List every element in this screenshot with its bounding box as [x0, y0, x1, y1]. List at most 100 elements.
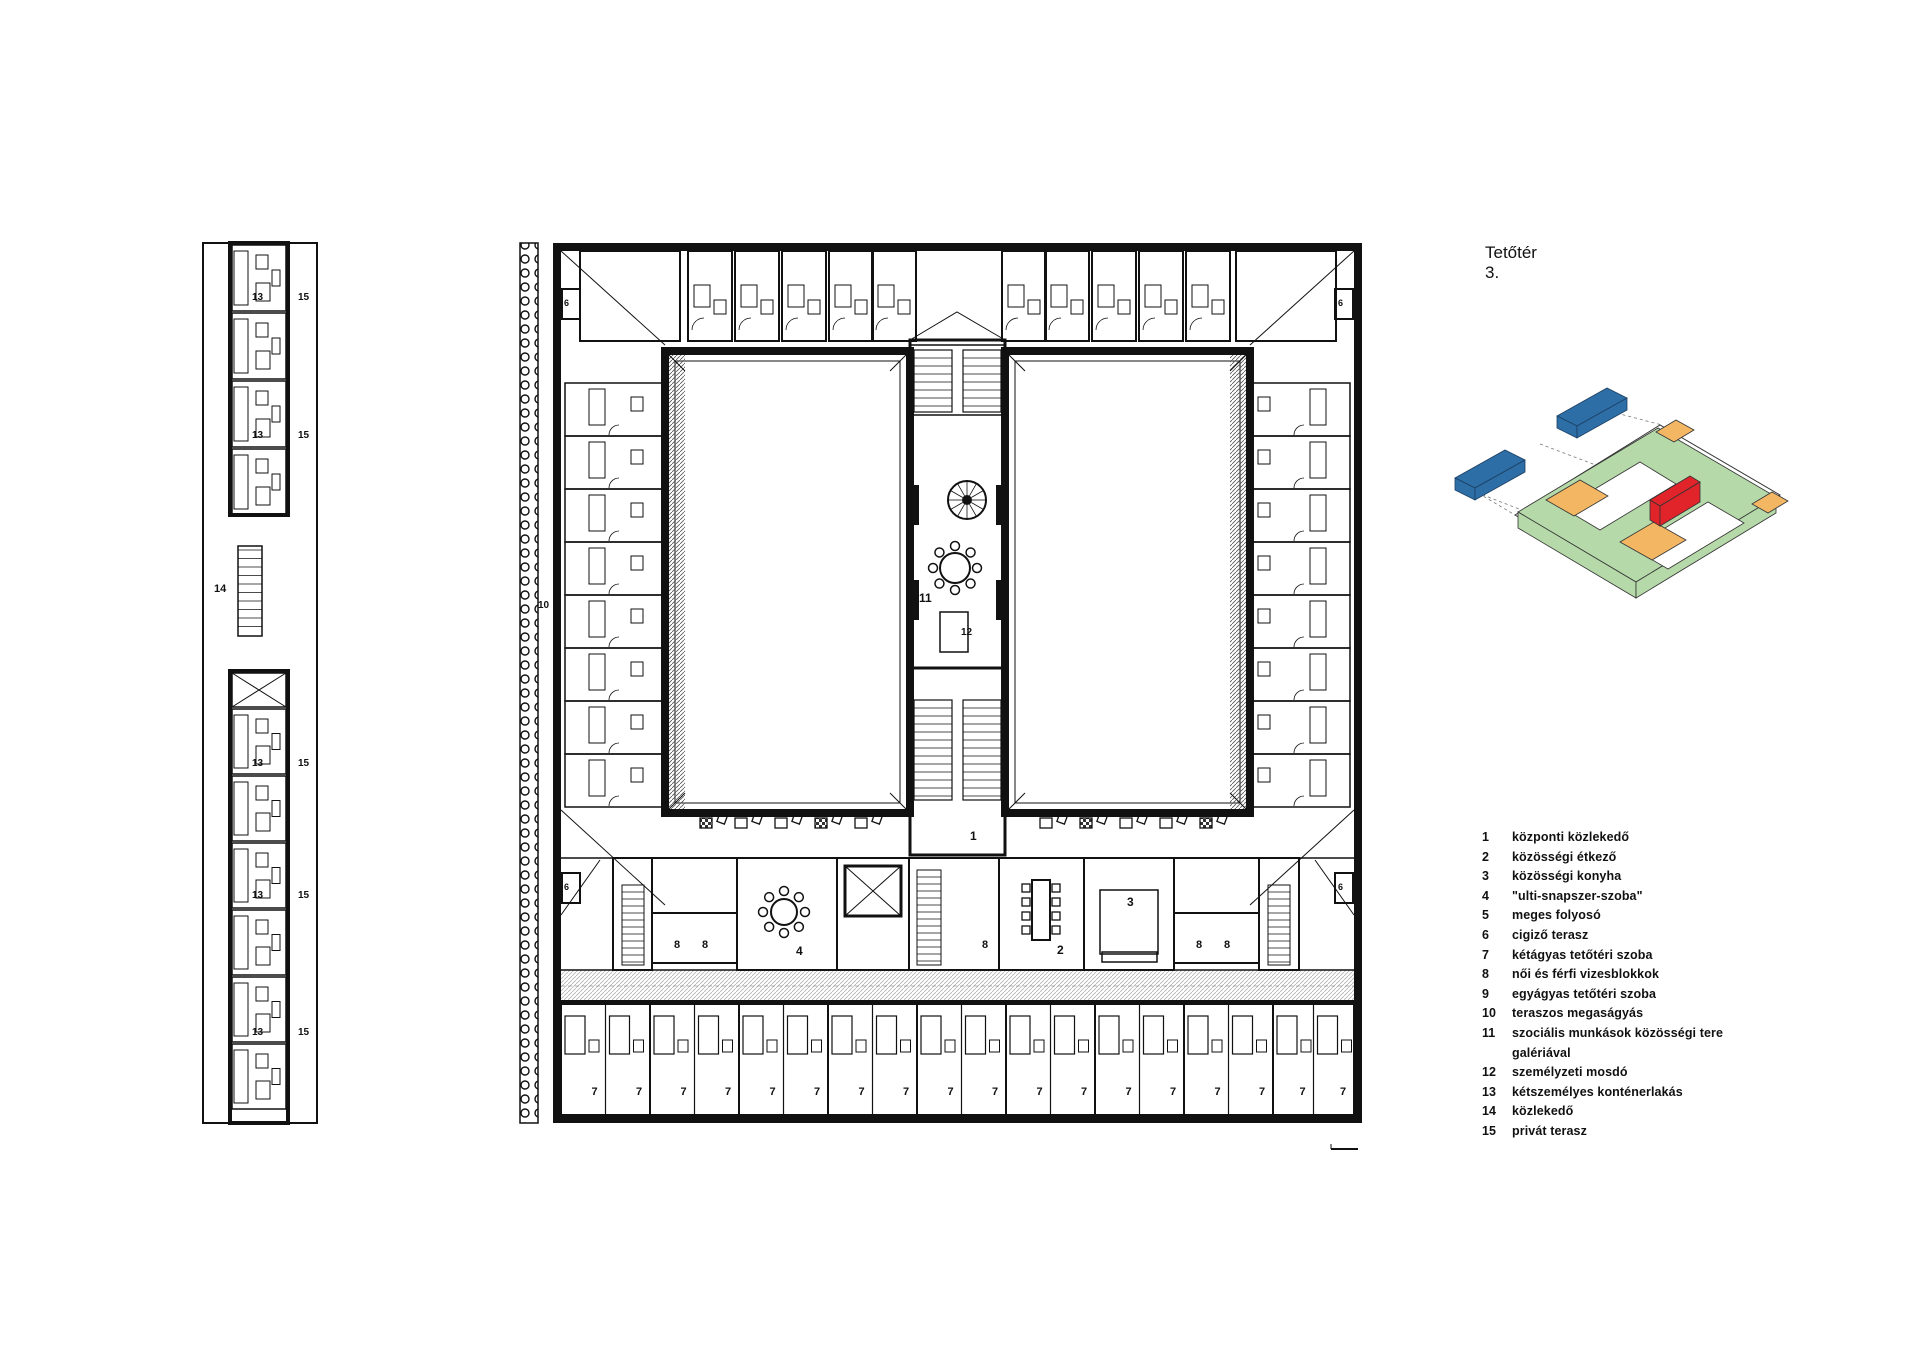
top-rooms-part — [1138, 250, 1184, 342]
right-rooms-part — [1249, 488, 1351, 543]
lower-units-part — [271, 800, 281, 817]
spine-stairs-part — [962, 699, 1002, 801]
table11-chairs-part — [934, 578, 945, 589]
right-rooms-part — [1293, 583, 1305, 595]
spine-stairs-part — [913, 349, 953, 413]
bottom-rooms-part — [944, 1039, 956, 1053]
legend-label: "ulti-snapszer-szoba" — [1512, 888, 1643, 903]
lower-units-part — [271, 1068, 281, 1085]
left-rooms-part — [564, 700, 666, 755]
legend-number: 12 — [1482, 1065, 1496, 1080]
right-rooms-part — [1257, 767, 1271, 783]
top-rooms-part — [1117, 299, 1131, 315]
strip-label-13a: 13 — [252, 292, 264, 303]
bottom-rooms-part — [1098, 1015, 1120, 1055]
south-seats-part — [1216, 813, 1228, 825]
plan-label-8d: 8 — [1196, 939, 1202, 951]
plan-label-7: 7 — [1170, 1086, 1176, 1098]
left-rooms-part — [588, 759, 606, 797]
south-seats-part — [871, 813, 883, 825]
top-rooms-part — [807, 299, 821, 315]
plan-label-7: 7 — [1126, 1086, 1132, 1098]
left-rooms-part — [608, 795, 620, 807]
terrace-planter-strip — [519, 242, 539, 1124]
right-rooms-part — [1309, 653, 1327, 691]
right-rooms-part — [1249, 435, 1351, 490]
plan-label-7: 7 — [859, 1086, 865, 1098]
plan-label-3: 3 — [1127, 895, 1134, 909]
spiral-lines-part — [957, 504, 965, 517]
strip-label-13b: 13 — [252, 430, 264, 441]
bottom-rooms-part — [920, 1015, 942, 1055]
table2-chairs-part — [1021, 883, 1031, 893]
lower-units-part — [233, 982, 249, 1037]
bottom-rooms-part — [564, 1015, 586, 1055]
upper-units-part — [271, 405, 281, 423]
top-rooms-part — [781, 250, 827, 342]
right-rooms-part — [1257, 449, 1271, 465]
table4-chairs-part — [793, 891, 805, 903]
lower-units-part — [255, 718, 269, 734]
right-rooms-part — [1309, 600, 1327, 638]
legend-item: 13 kétszemélyes konténerlakás — [1482, 1083, 1782, 1103]
service-block — [561, 857, 1354, 971]
bottom-rooms-part — [1316, 1015, 1339, 1055]
lower-units-part — [231, 1043, 287, 1110]
left-rooms-part — [608, 424, 620, 436]
bottom-rooms-part — [1211, 1039, 1223, 1053]
bottom-rooms-part — [608, 1015, 631, 1055]
upper-units-part — [255, 458, 269, 474]
top-rooms-part — [785, 317, 799, 331]
left-rooms-part — [588, 706, 606, 744]
lower-units-part — [233, 1049, 249, 1104]
plan-label-7: 7 — [770, 1086, 776, 1098]
lower-units-part — [271, 733, 281, 750]
top-rooms-part — [897, 299, 911, 315]
strip-label-13d: 13 — [252, 890, 264, 901]
legend-number: 13 — [1482, 1084, 1496, 1099]
plan-label-11: 11 — [919, 591, 932, 605]
service-stairs-part — [1267, 884, 1291, 966]
south-seats-part — [716, 813, 728, 825]
south-seats-part — [1056, 813, 1068, 825]
table2-chairs-part — [1021, 911, 1031, 921]
plan-label-7: 7 — [592, 1086, 598, 1098]
legend-number: 2 — [1482, 849, 1489, 864]
table4-chairs-part — [763, 891, 775, 903]
legend-number: 10 — [1482, 1006, 1496, 1021]
lower-units-part — [255, 986, 269, 1002]
table4-chairs-part — [778, 927, 790, 939]
top-rooms-part — [1144, 284, 1162, 308]
plan-label-7: 7 — [725, 1086, 731, 1098]
plan-label-7: 7 — [948, 1086, 954, 1098]
right-rooms-part — [1293, 424, 1305, 436]
legend-label: női és férfi vizesblokkok — [1512, 967, 1659, 982]
sheet-title-line2: 3. — [1485, 263, 1500, 282]
legend-label: szociális munkások közösségi tere galéri… — [1512, 1025, 1724, 1060]
left-rooms-part — [564, 382, 666, 437]
central-spine — [908, 338, 1007, 857]
top-rooms-part — [738, 317, 752, 331]
legend-label: kétszemélyes konténerlakás — [1512, 1084, 1683, 1099]
plan-label-7: 7 — [636, 1086, 642, 1098]
top-rooms-part — [693, 284, 711, 308]
spine-stairs-part — [962, 349, 1002, 413]
legend-number: 4 — [1482, 888, 1489, 903]
left-rooms-part — [588, 547, 606, 585]
spiral-lines-part — [950, 490, 963, 498]
top-rooms-part — [1164, 299, 1178, 315]
bottom-rooms-part — [1078, 1039, 1089, 1053]
strip-label-15d: 15 — [298, 890, 310, 901]
right-rooms-part — [1309, 388, 1327, 426]
plan-label-12: 12 — [961, 627, 973, 638]
plan-label-7: 7 — [1215, 1086, 1221, 1098]
south-seats-part — [1136, 813, 1148, 825]
lower-units-part — [255, 1053, 269, 1069]
